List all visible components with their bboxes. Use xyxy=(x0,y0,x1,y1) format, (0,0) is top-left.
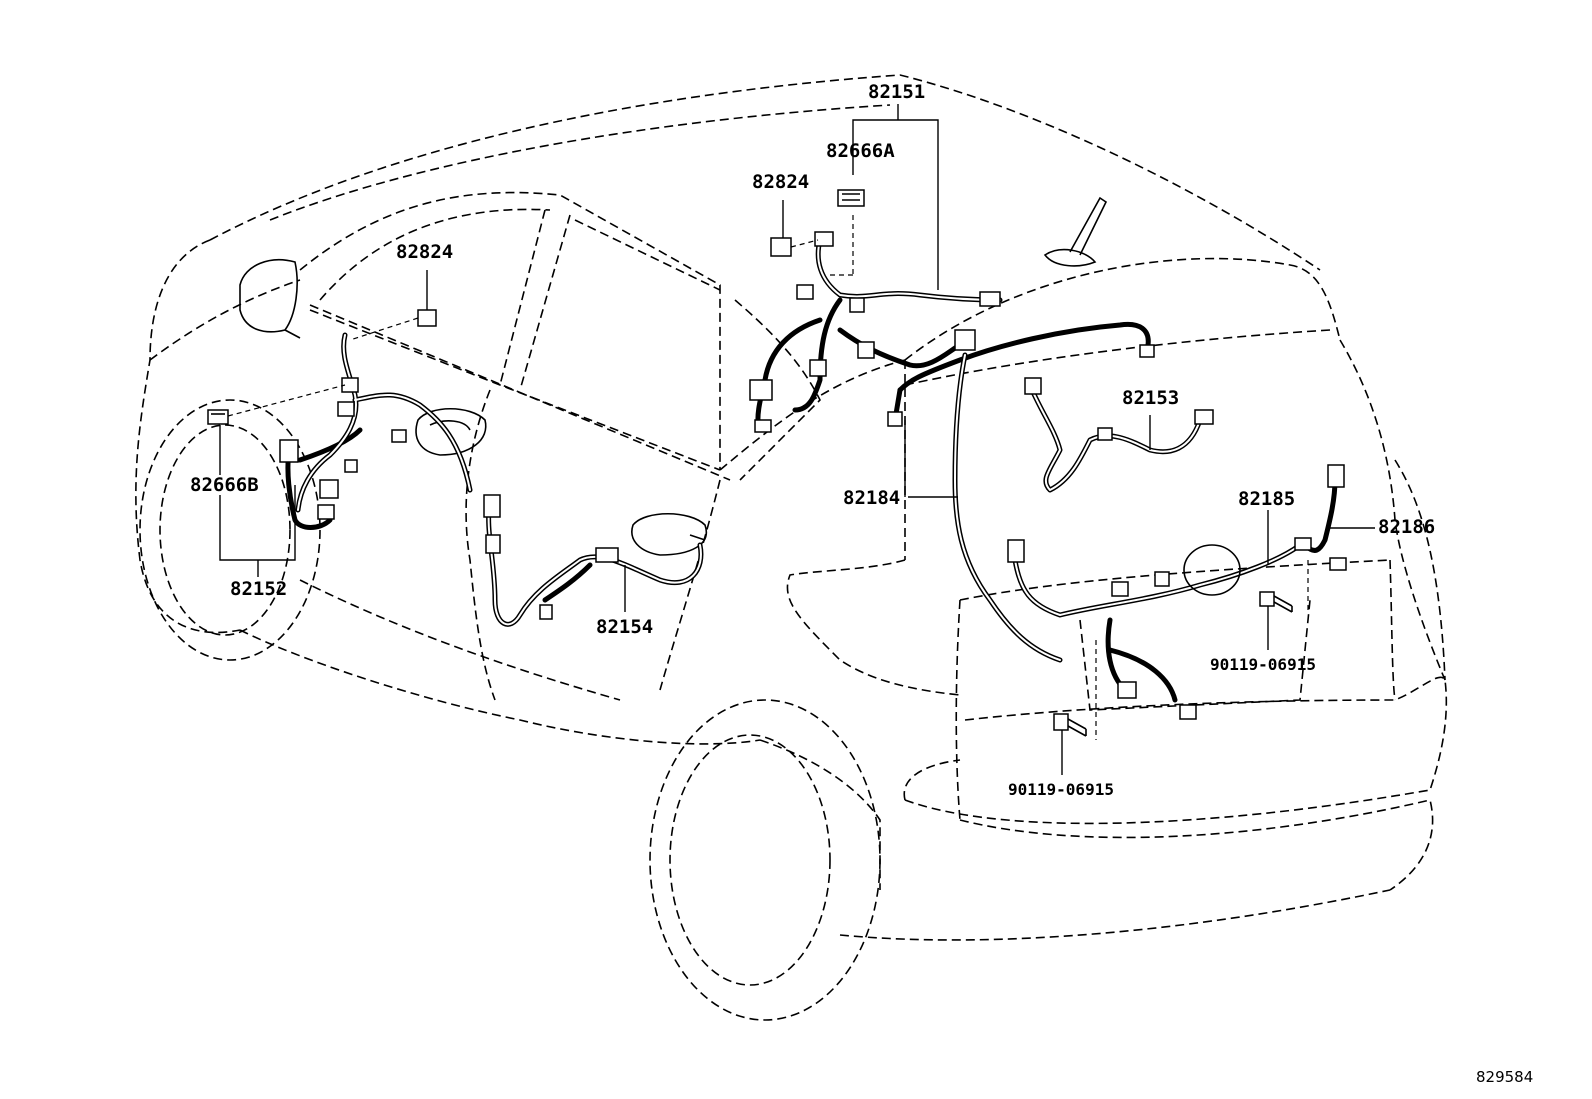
harness-82154 xyxy=(483,494,704,627)
connector-82824-left xyxy=(417,309,437,327)
label-bolt-right: 90119-06915 xyxy=(1210,655,1316,674)
clip-82666b xyxy=(207,409,229,425)
label-82152: 82152 xyxy=(230,578,287,600)
harness-82152 xyxy=(279,332,473,530)
label-bolt-center: 90119-06915 xyxy=(1008,780,1114,799)
part-labels: 82151 82666A 82824 82824 82153 82184 821… xyxy=(190,81,1435,799)
bolt-right xyxy=(1259,591,1293,613)
front-wheel xyxy=(139,399,321,661)
label-82186: 82186 xyxy=(1378,516,1435,538)
harness-82153 xyxy=(1024,377,1214,493)
label-82824-top: 82824 xyxy=(752,171,809,193)
diagram-reference-number: 829584 xyxy=(1476,1068,1533,1086)
label-82666a: 82666A xyxy=(826,140,895,162)
harness-82184 xyxy=(887,321,1155,663)
label-82184: 82184 xyxy=(843,487,900,509)
label-82185: 82185 xyxy=(1238,488,1295,510)
side-mirror xyxy=(239,258,301,339)
label-82666b: 82666B xyxy=(190,474,259,496)
label-82151: 82151 xyxy=(868,81,925,103)
harness-82185 xyxy=(1007,464,1347,720)
clip-82666a xyxy=(837,189,865,207)
leader-lines xyxy=(219,104,1375,775)
roof-antenna xyxy=(1043,196,1108,267)
bolt-center xyxy=(1053,713,1087,737)
harness-82151 xyxy=(749,231,1003,433)
rear-door-handle xyxy=(631,512,708,556)
label-82824-left: 82824 xyxy=(396,241,453,263)
label-82153: 82153 xyxy=(1122,387,1179,409)
connector-82824-top xyxy=(770,237,792,257)
rear-emblem xyxy=(1183,544,1241,596)
rear-wheel xyxy=(649,699,881,1021)
front-door-handle xyxy=(415,408,487,456)
vehicle-body-outline xyxy=(135,74,1448,941)
label-82154: 82154 xyxy=(596,616,653,638)
